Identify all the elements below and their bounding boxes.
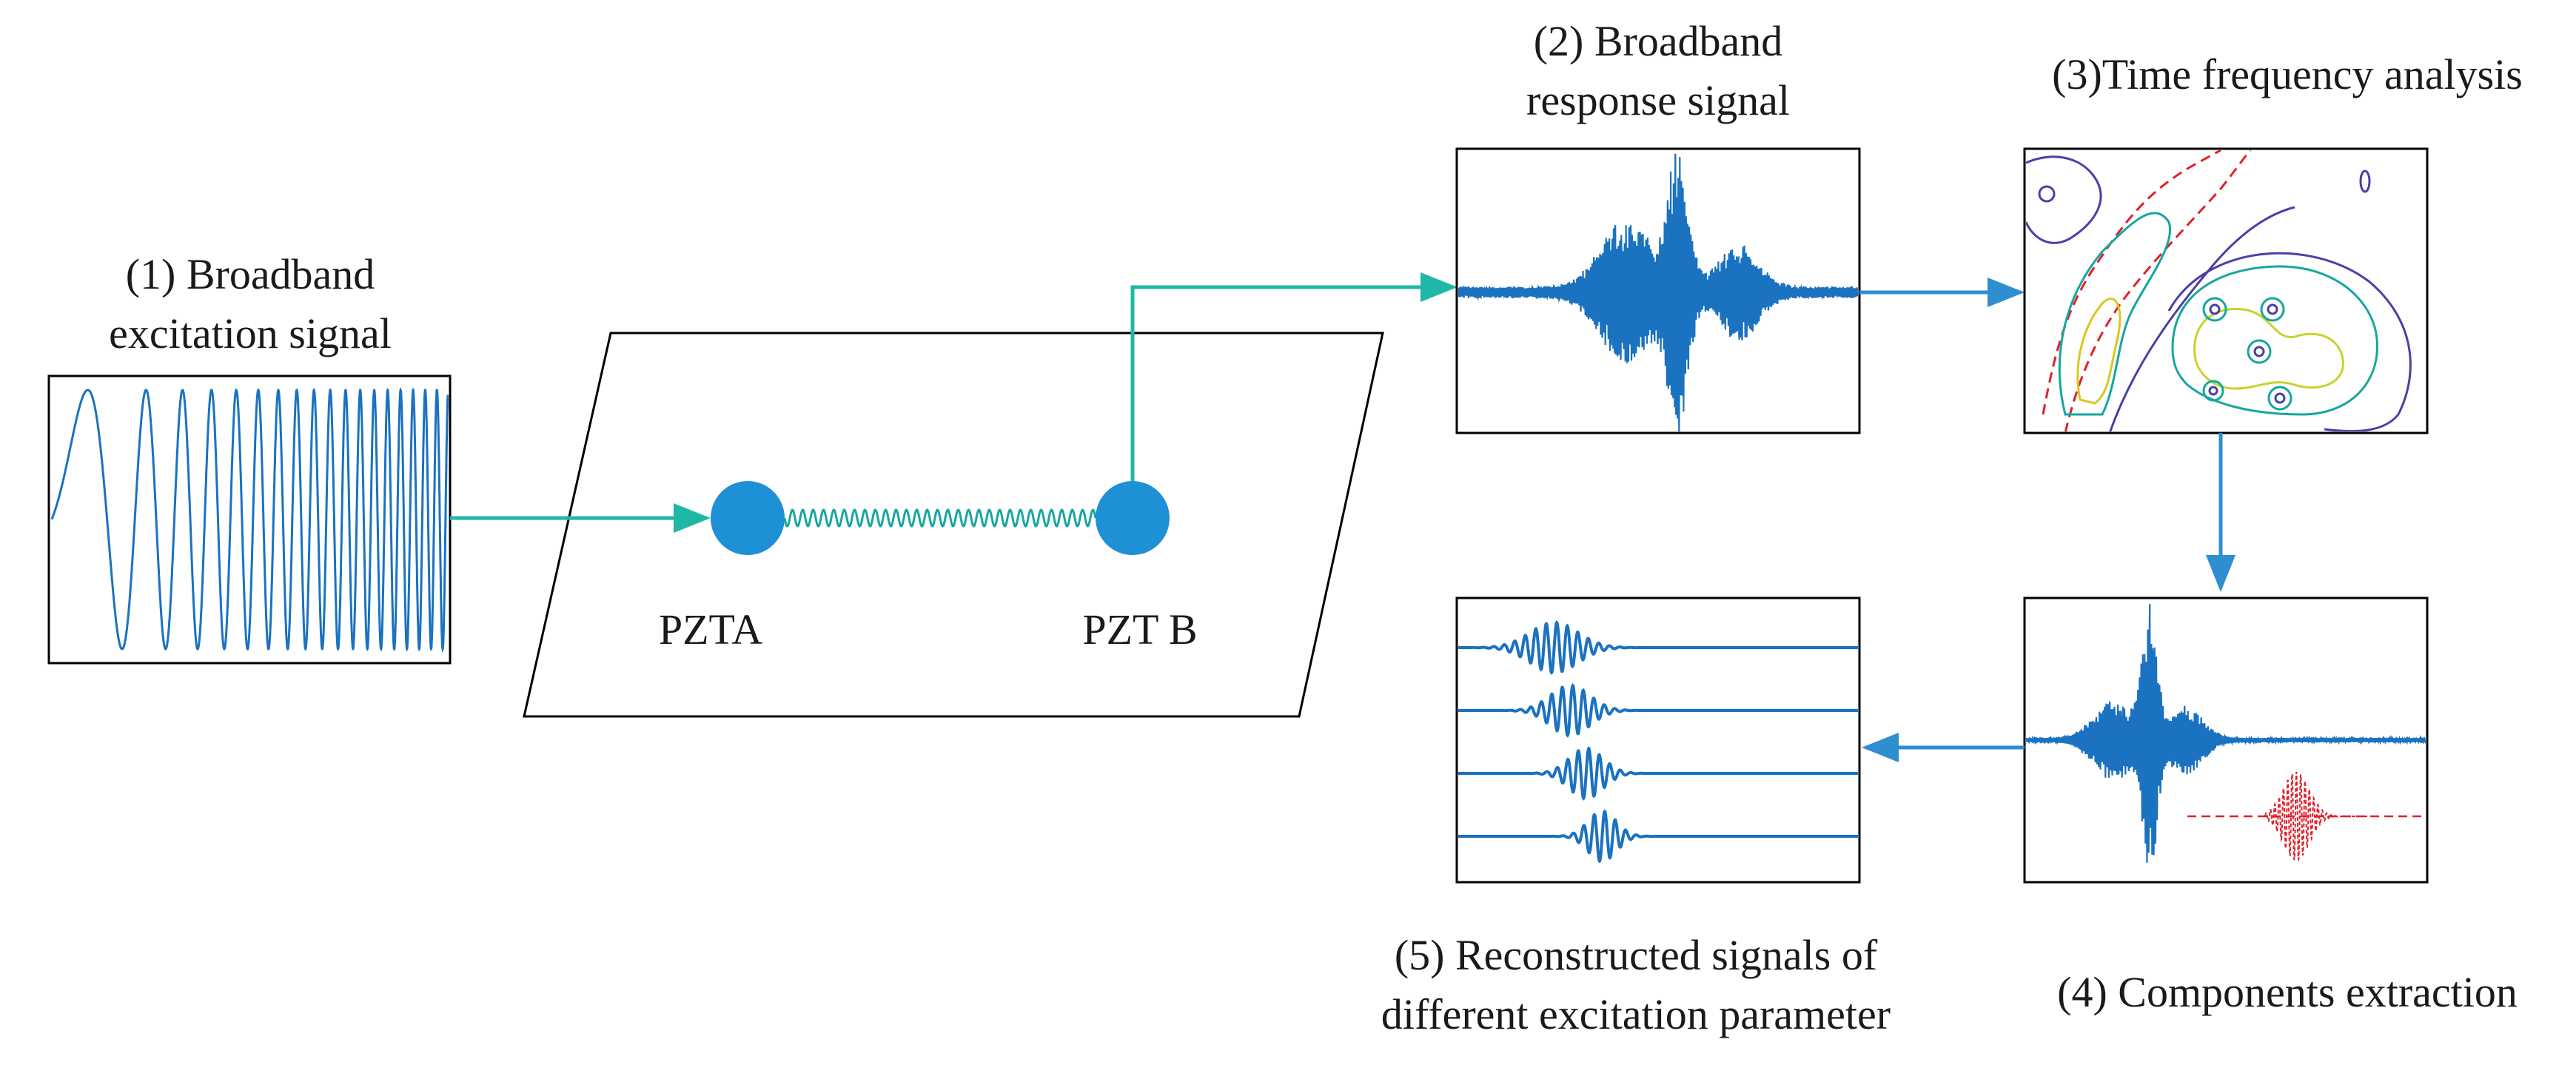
arrow-pzt-b-to-response	[1130, 272, 1458, 481]
timefreq-contour-plot	[2023, 147, 2429, 434]
excitation-title-line2: excitation signal	[109, 309, 392, 357]
pzt-b-sensor	[1096, 481, 1170, 555]
response-title-line2: response signal	[1526, 76, 1790, 124]
reconstructed-waveforms	[1458, 620, 1858, 864]
contour-lines	[2026, 150, 2412, 431]
chirp-waveform	[50, 387, 449, 653]
timefreq-title: (3)Time frequency analysis	[2052, 50, 2523, 98]
excitation-title-line1: (1) Broadband	[126, 250, 375, 298]
components-title: (4) Components extraction	[2057, 968, 2518, 1016]
reconstructed-signal-trace-4	[1458, 809, 1858, 864]
pzt-a-label: PZTA	[659, 605, 762, 653]
response-title-line1: (2) Broadband	[1534, 17, 1783, 65]
reconstructed-signals-plot	[1455, 597, 1861, 884]
pzt-a-sensor	[711, 481, 785, 555]
extracted-red-packet	[2264, 771, 2369, 861]
reconstructed-signal-trace-1	[1458, 620, 1858, 675]
guided-wave-path	[783, 508, 1097, 528]
reconstructed-signal-trace-3	[1458, 746, 1858, 801]
reconstructed-signal-trace-2	[1458, 683, 1858, 738]
reconstructed-title-line2: different excitation parameter	[1381, 990, 1891, 1038]
reconstructed-title-line1: (5) Reconstructed signals of	[1395, 931, 1878, 979]
extracted-component-waveform	[2026, 603, 2426, 863]
response-waveform	[1458, 153, 1858, 431]
pzt-b-label: PZT B	[1082, 605, 1197, 653]
